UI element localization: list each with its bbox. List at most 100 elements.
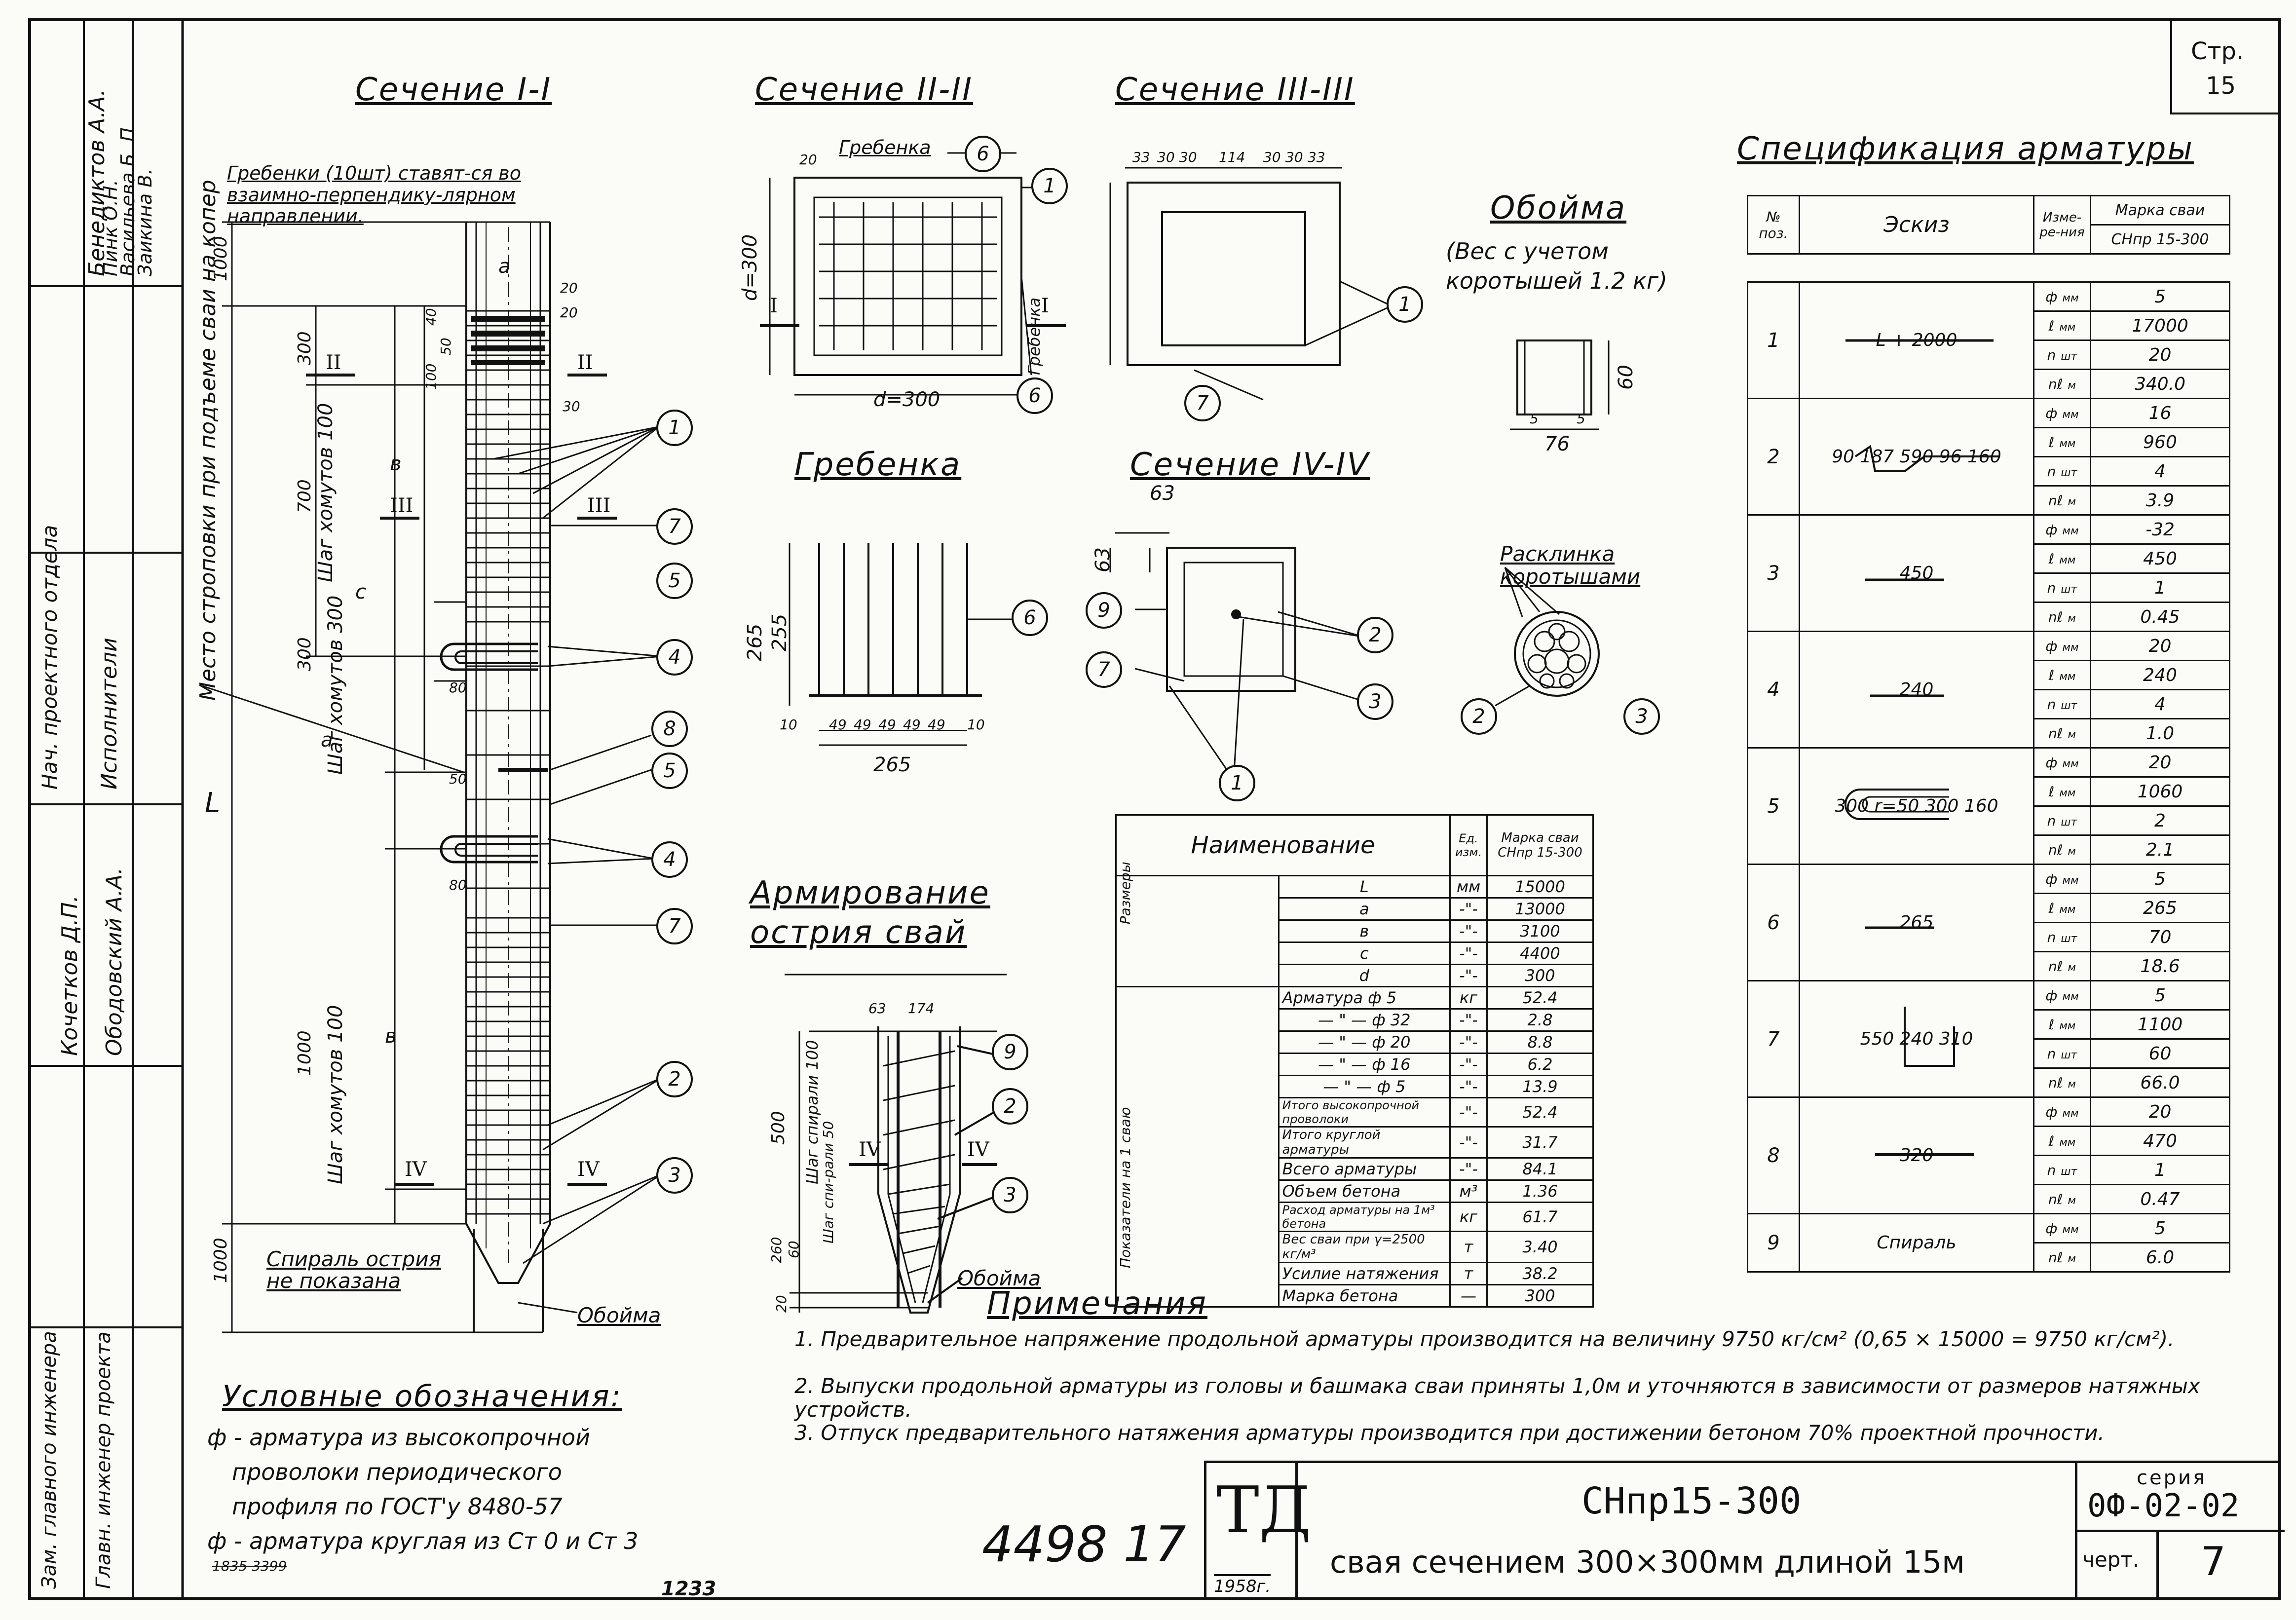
indicators-table: Наименование Ед. изм. Марка сваи СНпр 15…	[1115, 814, 1594, 1308]
ind-row-unit: -"-	[1449, 1075, 1488, 1098]
spec-measure-symbol: nℓ	[2048, 608, 2063, 625]
marker-1-sec2: 1	[1031, 168, 1068, 204]
dim-300-mid: 300	[295, 637, 315, 671]
stamp-head-dept: Нач. проектного отдела	[38, 525, 62, 790]
spec-value: -32	[2090, 514, 2230, 545]
spec-measure-unit: мм	[2062, 641, 2079, 654]
ind-row-value: 300	[1486, 964, 1594, 987]
tip-dim-20: 20	[773, 1295, 790, 1313]
spec-measure-symbol: n	[2047, 929, 2056, 945]
page-number-label: Стр.	[2191, 38, 2244, 65]
ind-row-value: 8.8	[1486, 1030, 1594, 1054]
clip-weight-note: (Вес с учетом коротышей 1.2 кг)	[1446, 238, 1667, 294]
clip-dim-5a: 5	[1530, 411, 1539, 427]
ind-row-value: 61.7	[1486, 1202, 1594, 1232]
spec-measure-symbol: ф	[2045, 288, 2058, 305]
spec-measure-symbol: ℓ	[2048, 783, 2055, 800]
marker-5-elevation-bottom: 5	[651, 753, 688, 789]
spec-measure-unit: мм	[2062, 408, 2079, 421]
spec-measure-unit: шт	[2061, 1165, 2077, 1178]
spec-measure-symbol: n	[2047, 812, 2056, 829]
note-3: 3. Отпуск предварительного натяжения арм…	[794, 1421, 2105, 1445]
sheet-label: черт.	[2082, 1547, 2140, 1572]
dim-letter-a: a	[321, 729, 333, 752]
dim-letter-c: c	[355, 581, 366, 603]
sec-mark-III-right: III	[587, 494, 611, 517]
spec-value: 1060	[2090, 776, 2230, 807]
ind-group-per-pile: Показатели на 1 сваю	[1117, 1107, 1133, 1268]
comb-label-sec2-side: Гребенка	[1025, 297, 1044, 375]
bottom-number: 1233	[661, 1578, 716, 1600]
spec-measure-unit: мм	[2062, 1223, 2079, 1236]
spec-measure-unit: мм	[2059, 437, 2076, 450]
ind-row-unit: т	[1449, 1231, 1488, 1263]
pile-elevation	[440, 221, 551, 1333]
comb-dim-49-3: 49	[878, 716, 896, 733]
spec-value: 20	[2090, 631, 2230, 661]
inventory-number: 4498 17	[982, 1515, 1186, 1573]
title-block-year: 1958г.	[1214, 1574, 1271, 1595]
spec-value: 1	[2090, 572, 2230, 603]
spec-measure-unit: мм	[2059, 903, 2076, 916]
sec-mark-III-left: III	[390, 494, 414, 517]
sec-mark-IV-left: IV	[405, 1158, 427, 1181]
drawing-code: СНпр15-300	[1581, 1480, 1802, 1522]
marker-7-sec4: 7	[1086, 651, 1122, 688]
ind-row-value: 38.2	[1486, 1262, 1594, 1285]
td-logo: ТД	[1216, 1472, 1312, 1547]
pile-dimensions	[222, 221, 617, 1333]
marker-9-tip: 9	[992, 1034, 1028, 1070]
sec3-dim-30a: 30	[1157, 149, 1175, 165]
dim-50-b: 50	[449, 771, 467, 787]
ind-row-unit: -"-	[1449, 1157, 1488, 1181]
legend-item-1: ф - арматура из высокопрочной	[207, 1424, 590, 1451]
spec-measure-symbol: ℓ	[2048, 550, 2055, 567]
tip-dim-500: 500	[768, 1111, 789, 1145]
spec-value: 5	[2090, 281, 2230, 312]
ind-row-name: Арматура ф 5	[1278, 986, 1451, 1010]
spec-value: 3.9	[2090, 485, 2230, 516]
note-2: 2. Выпуски продольной арматуры из головы…	[794, 1374, 2200, 1422]
clip-drawing	[1495, 339, 1610, 707]
title-block: ТД 1958г. СНпр15-300 свая сечением 300×3…	[1204, 1461, 2285, 1599]
dim-1000-bottom: 1000	[211, 1238, 231, 1283]
sec3-dim-114: 114	[1219, 149, 1245, 165]
spec-value: 2.1	[2090, 834, 2230, 865]
marker-2-elevation: 2	[656, 1061, 693, 1097]
spec-measure-unit: м	[2068, 379, 2076, 392]
marker-7-sec3: 7	[1184, 385, 1221, 421]
spec-sketch-label: 265	[1799, 864, 2034, 981]
spec-measure-unit: мм	[2062, 292, 2079, 304]
dim-80-b: 80	[449, 877, 467, 893]
comb-dim-49-1: 49	[829, 716, 847, 733]
spec-measure-symbol: n	[2047, 1045, 2056, 1062]
dim-20-b: 20	[560, 304, 578, 321]
legend-item-4: ф - арматура круглая из Ст 0 и Ст 3	[207, 1528, 639, 1554]
ind-row-value: 13.9	[1486, 1075, 1594, 1098]
spec-measure-unit: мм	[2059, 321, 2076, 334]
dim-letter-b: в	[385, 1025, 397, 1048]
comb-dim-265: 265	[873, 753, 911, 776]
spec-sketch-label: L + 2000	[1799, 281, 2034, 399]
spec-sketch-label: 320	[1799, 1096, 2034, 1214]
ind-row-name: — " — ф 5	[1278, 1075, 1451, 1098]
ind-row-unit: -"-	[1449, 1008, 1488, 1032]
spec-measure-symbol: nℓ	[2048, 958, 2063, 975]
ind-row-unit: -"-	[1449, 1126, 1488, 1159]
